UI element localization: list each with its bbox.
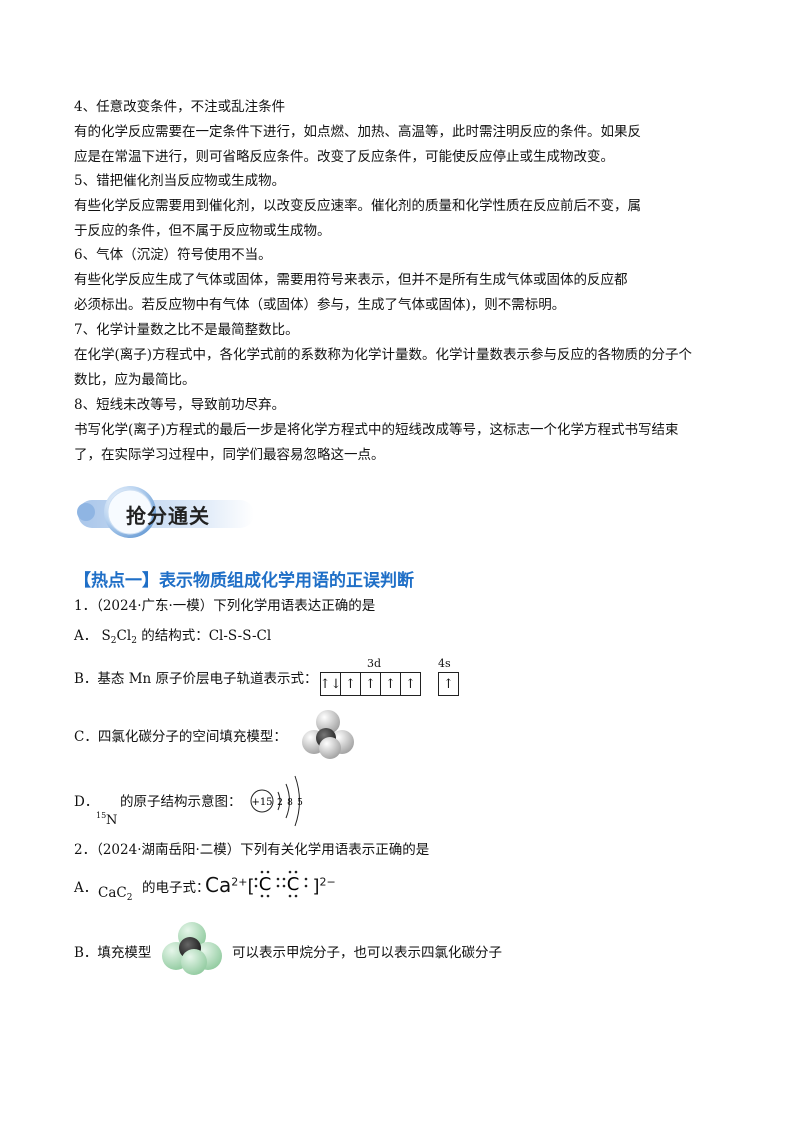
orbital-box: ↑ (381, 672, 401, 696)
q1-a-s: S (101, 628, 111, 644)
q1-d-label: D． (74, 794, 99, 810)
nucleus-charge: +15 (251, 797, 272, 808)
q1-option-c-text: C．四氯化碳分子的空间填充模型： (74, 729, 287, 745)
anion-charge: 2− (319, 875, 336, 889)
section-banner (74, 484, 254, 540)
error-8-line-2: 了，在实际学习过程中，同学们最容易忽略这一点。 (74, 447, 385, 463)
q1-a-text: 的结构式：Cl-S-S-Cl (141, 628, 272, 644)
carbon-2: C (287, 874, 300, 895)
error-6-line-2: 必须标出。若反应物中有气体（或固体）参与，生成了气体或固体)，则不需标明。 (74, 297, 566, 313)
error-6-line-1: 有些化学反应生成了气体或固体，需要用符号来表示，但并不是所有生成气体或固体的反应… (74, 272, 628, 288)
shell-2-count: 8 (287, 798, 293, 808)
orbital-label-3d: 3d (367, 657, 382, 670)
q1-a-sub2: 2 (131, 636, 137, 646)
ccl4-space-filling-model (302, 710, 354, 759)
electron-dot-formula: Ca2+[ C C ]2− (205, 870, 336, 904)
q1-option-a: A． S2Cl2 的结构式：Cl-S-S-Cl (74, 627, 271, 650)
error-5-line-1: 有些化学反应需要用到催化剂，以改变反应速率。催化剂的质量和化学性质在反应前后不变… (74, 198, 641, 214)
q2-b-text: 可以表示甲烷分子，也可以表示四氯化碳分子 (232, 945, 502, 961)
q1-a-label: A． (74, 628, 98, 644)
q1-a-sub1: 2 (110, 636, 117, 646)
orbital-box: ↑↓ (320, 672, 341, 696)
error-4-line-2: 应是在常温下进行，则可省略反应条件。改变了反应条件，可能使反应停止或生成物改变。 (74, 149, 614, 165)
error-8-line-1: 书写化学(离子)方程式的最后一步是将化学方程式中的短线改成等号，这标志一个化学方… (74, 422, 679, 438)
q2-stem: 2．（2024·湖南岳阳·二模）下列有关化学用语表示正确的是 (74, 842, 430, 858)
hotspot-title: 【热点一】表示物质组成化学用语的正误判断 (74, 571, 414, 591)
q2-b-label: B．填充模型 (74, 945, 152, 961)
q2-a-formula-sub: 2 (126, 893, 133, 903)
error-7-heading: 7、化学计量数之比不是最简整数比。 (74, 322, 299, 338)
q1-stem: 1．（2024·广东·一模）下列化学用语表达正确的是 (74, 598, 376, 614)
orbital-label-4s: 4s (438, 657, 451, 670)
orbital-diagram-4s: ↑ (438, 672, 459, 698)
orbital-box: ↑ (361, 672, 381, 696)
error-7-line-2: 数比，应为最简比。 (74, 372, 196, 388)
q1-option-d: D． (74, 793, 98, 811)
carbide-dots: C C (255, 870, 308, 898)
bracket-open-icon: [ (247, 876, 255, 897)
orbital-box: ↑ (438, 672, 459, 696)
methane-like-space-filling-model (162, 922, 222, 975)
error-5-heading: 5、错把催化剂当反应物或生成物。 (74, 173, 286, 189)
carbon-1: C (259, 874, 272, 895)
banner-graphic (77, 486, 254, 538)
q2-a-label: A． (74, 880, 98, 896)
error-6-heading: 6、气体（沉淀）符号使用不当。 (74, 247, 272, 263)
q1-d-symbol: N (106, 813, 118, 828)
q2-a-text: 的电子式： (142, 880, 210, 896)
q1-d-mass-number: 15 (96, 811, 107, 820)
calcium-charge: 2+ (231, 875, 248, 889)
orbital-box: ↑ (341, 672, 361, 696)
shell-1-count: 2 (277, 798, 283, 808)
shell-3-count: 5 (297, 798, 303, 808)
q1-d-text: 的原子结构示意图： (120, 794, 242, 810)
q2-a-formula: CaC2 (98, 884, 132, 907)
calcium-symbol: Ca (205, 873, 232, 897)
bracket-close-icon: ] (312, 876, 320, 897)
error-8-heading: 8、短线未改等号，导致前功尽弃。 (74, 397, 286, 413)
orbital-diagram-3d: ↑↓ ↑ ↑ ↑ ↑ (320, 672, 421, 698)
error-7-line-1: 在化学(离子)方程式中，各化学式前的系数称为化学计量数。化学计量数表示参与反应的… (74, 347, 693, 363)
q1-option-b-text: B．基态 Mn 原子价层电子轨道表示式： (74, 671, 318, 687)
orbital-box: ↑ (401, 672, 421, 696)
q2-option-a: A． (74, 879, 97, 897)
q1-a-cl: Cl (116, 628, 132, 644)
error-5-line-2: 于反应的条件，但不属于反应物或生成物。 (74, 223, 331, 239)
banner-title: 抢分通关 (126, 504, 210, 528)
error-4-line-1: 有的化学反应需要在一定条件下进行，如点燃、加热、高温等，此时需注明反应的条件。如… (74, 124, 641, 140)
q1-a-formula: S2Cl2 (101, 628, 137, 646)
error-4-heading: 4、任意改变条件，不注或乱注条件 (74, 99, 286, 115)
atomic-structure-diagram: +15 2 8 5 (250, 775, 303, 827)
q2-a-formula-main: CaC (98, 885, 127, 901)
